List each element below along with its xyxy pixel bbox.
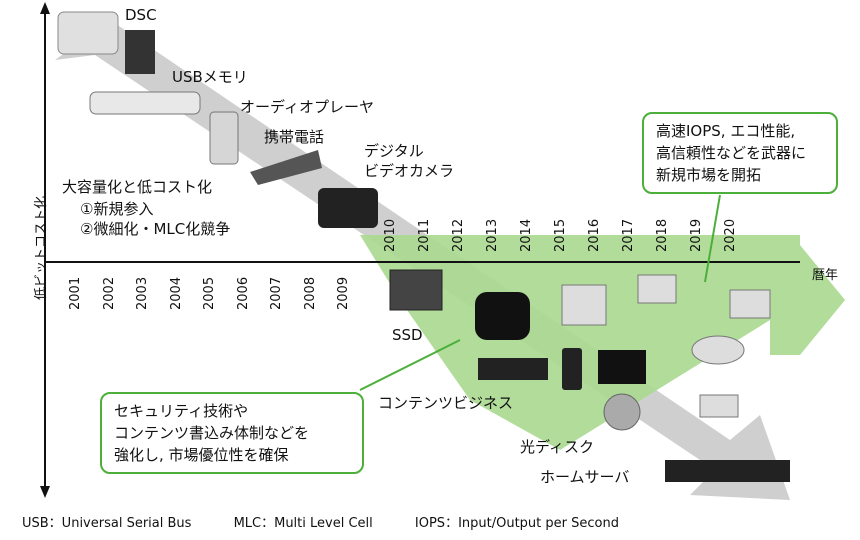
bottom-callout-line-1: セキュリティ技術や	[114, 402, 249, 420]
green-growth-arrow	[360, 235, 845, 450]
bottom-left-callout: セキュリティ技術や コンテンツ書込み体制などを 強化し, 市場優位性を確保	[100, 392, 364, 474]
year-label-2016: 2016	[587, 218, 602, 252]
year-label-2005: 2005	[202, 276, 217, 310]
year-label-2004: 2004	[168, 276, 184, 310]
car-icon	[691, 335, 745, 365]
dsc-camera-icon	[57, 11, 119, 55]
year-label-2003: 2003	[135, 276, 150, 310]
bottom-callout-line-3: 強化し, 市場優位性を確保	[114, 446, 289, 464]
year-label-2019: 2019	[689, 218, 704, 252]
year-label-2013: 2013	[485, 218, 500, 252]
bottom-callout-pointer	[359, 339, 461, 391]
home-server-icon	[665, 460, 790, 482]
usb-dongle-icon	[478, 358, 548, 380]
usb-memory-label: USBメモリ	[172, 68, 248, 86]
optical-disc-icon	[603, 393, 641, 431]
smartphone-icon	[562, 348, 582, 390]
mobile-phone-icon	[250, 150, 322, 185]
ssd-label: SSD	[392, 326, 423, 344]
top-right-callout: 高速IOPS, エコ性能, 高信頼性などを武器に 新規市場を開拓	[642, 112, 838, 194]
year-label-2002: 2002	[101, 276, 117, 310]
year-label-2001: 2001	[68, 276, 83, 310]
piano-icon	[598, 350, 646, 384]
bottom-callout-line-2: コンテンツ書込み体制などを	[114, 424, 310, 442]
footer-iops: IOPS：Input/Output per Second	[414, 516, 619, 531]
year-label-2007: 2007	[269, 276, 284, 310]
content-business-label: コンテンツビジネス	[378, 394, 514, 412]
left-text-line-1: 大容量化と低コスト化	[62, 178, 213, 196]
mobile-phone-label: 携帯電話	[264, 128, 325, 146]
year-label-2010: 2010	[383, 218, 398, 252]
y-axis-arrow-top	[40, 2, 50, 14]
footer-usb: USB：Universal Serial Bus	[22, 516, 192, 531]
video-camera-label-2: ビデオカメラ	[364, 162, 455, 180]
year-label-2020: 2020	[723, 218, 738, 252]
year-label-2011: 2011	[417, 218, 432, 252]
sd-card-icon	[125, 30, 155, 74]
top-callout-line-3: 新規市場を開拓	[656, 166, 762, 184]
audio-player-icon	[209, 111, 239, 165]
year-label-2018: 2018	[655, 218, 670, 252]
year-label-2009: 2009	[336, 276, 351, 310]
year-label-2006: 2006	[235, 276, 251, 310]
laptop-ssd-icon	[389, 269, 443, 311]
top-callout-line-1: 高速IOPS, エコ性能,	[656, 122, 796, 140]
video-camera-label-1: デジタル	[364, 142, 424, 160]
y-axis-arrow-bottom	[40, 486, 50, 498]
game-console-icon	[475, 292, 530, 340]
top-callout-line-2: 高信頼性などを武器に	[656, 144, 807, 162]
usb-memory-icon	[89, 91, 201, 115]
year-label-2017: 2017	[621, 218, 636, 252]
factory-icon	[729, 289, 771, 319]
video-camera-icon	[318, 188, 378, 228]
year-label-2012: 2012	[451, 218, 466, 252]
left-text-line-3: ②微細化・MLC化競争	[80, 220, 231, 238]
optical-disk-label: 光ディスク	[520, 438, 594, 456]
dsc-label: DSC	[125, 6, 157, 24]
audio-player-label: オーディオプレーヤ	[240, 98, 374, 116]
home-server-label: ホームサーバ	[540, 468, 630, 486]
y-axis-label: 低ビットコスト化	[34, 195, 49, 300]
cash-register-icon	[637, 274, 677, 304]
left-text-line-2: ①新規参入	[80, 200, 154, 218]
year-label-2015: 2015	[553, 218, 568, 252]
year-label-2008: 2008	[302, 276, 318, 310]
security-camera-icon	[699, 394, 739, 418]
top-callout-pointer	[704, 194, 721, 283]
year-label-2014: 2014	[519, 218, 534, 252]
x-axis-label: 暦年	[812, 268, 839, 283]
footer-abbreviations: USB：Universal Serial Bus MLC：Multi Level…	[22, 512, 657, 531]
server-rack-icon	[561, 284, 607, 326]
footer-mlc: MLC：Multi Level Cell	[233, 516, 373, 531]
